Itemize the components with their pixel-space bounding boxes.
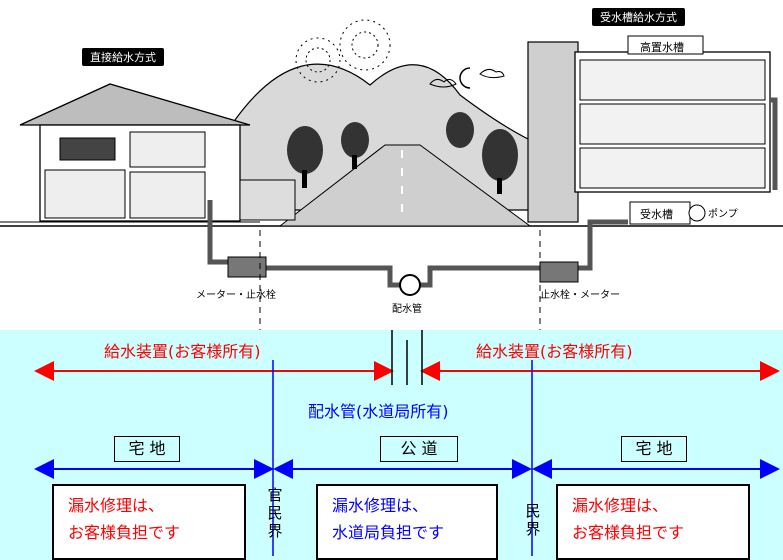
road-shape	[278, 144, 532, 227]
right-meter-label: 止水栓・メーター	[540, 290, 620, 301]
tree-icon	[287, 126, 323, 174]
left-meter-label: メーター・止水栓	[196, 290, 276, 301]
fireworks-icon	[295, 19, 391, 83]
ownership-arrows	[34, 330, 780, 556]
meter-icon	[227, 256, 267, 278]
water-supply-illustration	[0, 0, 783, 330]
right-supply-label: 給水装置(お客様所有)	[476, 342, 633, 361]
pump-label: ポンプ	[708, 209, 738, 220]
main-pipe-label: 配水管	[392, 304, 422, 315]
center-zone-tag: 公 道	[380, 436, 458, 462]
note-line: 漏水修理は、	[572, 496, 669, 515]
cloud-icon	[479, 68, 505, 79]
left-note-box: 漏水修理は、 お客様負担です	[52, 484, 246, 560]
high-tank-label: 高置水槽	[640, 41, 684, 54]
note-line: 漏水修理は、	[68, 496, 165, 515]
left-badge: 直接給水方式	[82, 48, 164, 66]
center-note-box: 漏水修理は、 水道局負担です	[316, 484, 498, 560]
note-line: 水道局負担です	[332, 523, 445, 542]
cloud-icon	[429, 78, 457, 88]
right-badge: 受水槽給水方式	[592, 8, 685, 26]
main-pipe-icon	[399, 274, 421, 296]
receiving-tank-label: 受水槽	[640, 208, 673, 221]
tree-icon	[482, 129, 518, 181]
main-pipe-ownership-label: 配水管(水道局所有)	[308, 402, 449, 421]
left-zone-tag: 宅 地	[114, 436, 180, 462]
right-apartment	[527, 35, 771, 225]
left-supply-label: 給水装置(お客様所有)	[104, 342, 261, 361]
note-line: お客様負担です	[68, 523, 181, 542]
tree-icon	[341, 122, 369, 158]
moon-icon	[459, 67, 471, 89]
left-house	[19, 83, 296, 222]
meter-icon	[539, 261, 579, 283]
right-boundary-label: 民 界	[525, 502, 541, 538]
note-line: お客様負担です	[572, 523, 685, 542]
left-boundary-label: 官 民 界	[267, 486, 283, 540]
right-zone-tag: 宅 地	[621, 436, 687, 462]
right-note-box: 漏水修理は、 お客様負担です	[556, 484, 750, 560]
note-line: 漏水修理は、	[332, 496, 429, 515]
tree-icon	[446, 112, 474, 148]
